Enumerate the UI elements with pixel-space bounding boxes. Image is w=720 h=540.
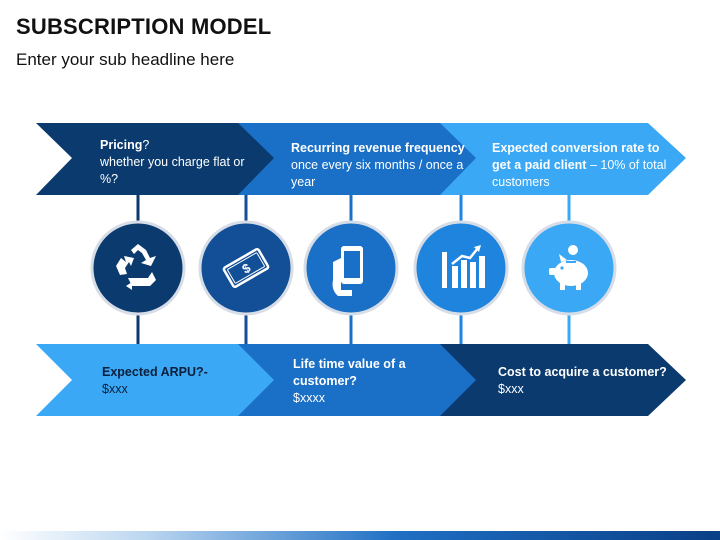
bottom-step-1-title: Expected ARPU?- bbox=[102, 365, 208, 379]
circle-recycle bbox=[90, 220, 186, 316]
piggy-bank-icon bbox=[549, 245, 588, 290]
footer-gradient-bar bbox=[0, 531, 720, 540]
top-step-1-title: Pricing bbox=[100, 138, 143, 152]
top-step-2-title: Recurring revenue frequency bbox=[291, 141, 465, 155]
bottom-step-2-label: Life time value of a customer? $xxxx bbox=[293, 356, 433, 407]
bottom-step-3-title: Cost to acquire a customer? bbox=[498, 365, 667, 379]
page-title: SUBSCRIPTION MODEL bbox=[16, 14, 272, 39]
top-step-1-text: whether you charge flat or %? bbox=[100, 155, 245, 186]
page-subtitle: Enter your sub headline here bbox=[16, 50, 235, 69]
bottom-step-1-label: Expected ARPU?- $xxx bbox=[102, 364, 252, 398]
bar-chart-icon bbox=[442, 245, 485, 288]
bottom-step-3-text: $xxx bbox=[498, 382, 524, 396]
top-step-2-text: once every six months / once a year bbox=[291, 158, 464, 189]
smartphone-hand-icon bbox=[332, 246, 363, 296]
top-chevron-1 bbox=[36, 123, 278, 195]
bottom-chevron-3 bbox=[440, 344, 686, 416]
bottom-step-2-title: Life time value of a customer? bbox=[293, 357, 406, 388]
bottom-step-1-text: $xxx bbox=[102, 382, 128, 396]
top-step-1-title-suffix: ? bbox=[142, 138, 150, 152]
top-step-3-title: Expected conversion rate to get a paid c… bbox=[492, 141, 660, 172]
top-step-1-label: Pricing? whether you charge flat or %? bbox=[100, 137, 260, 188]
top-step-3-label: Expected conversion rate to get a paid c… bbox=[492, 140, 672, 191]
top-chevron-2 bbox=[238, 123, 480, 195]
bottom-step-2-text: $xxxx bbox=[293, 391, 325, 405]
top-chevron-3 bbox=[440, 123, 686, 195]
circle-money bbox=[198, 220, 294, 316]
recycle-icon bbox=[116, 244, 156, 290]
top-step-3-text: – 10% of total customers bbox=[492, 158, 667, 189]
top-step-2-label: Recurring revenue frequency once every s… bbox=[291, 140, 465, 191]
bottom-step-3-label: Cost to acquire a customer? $xxx bbox=[498, 364, 674, 398]
bottom-chevron-1 bbox=[36, 344, 278, 416]
bottom-chevron-2 bbox=[238, 344, 480, 416]
